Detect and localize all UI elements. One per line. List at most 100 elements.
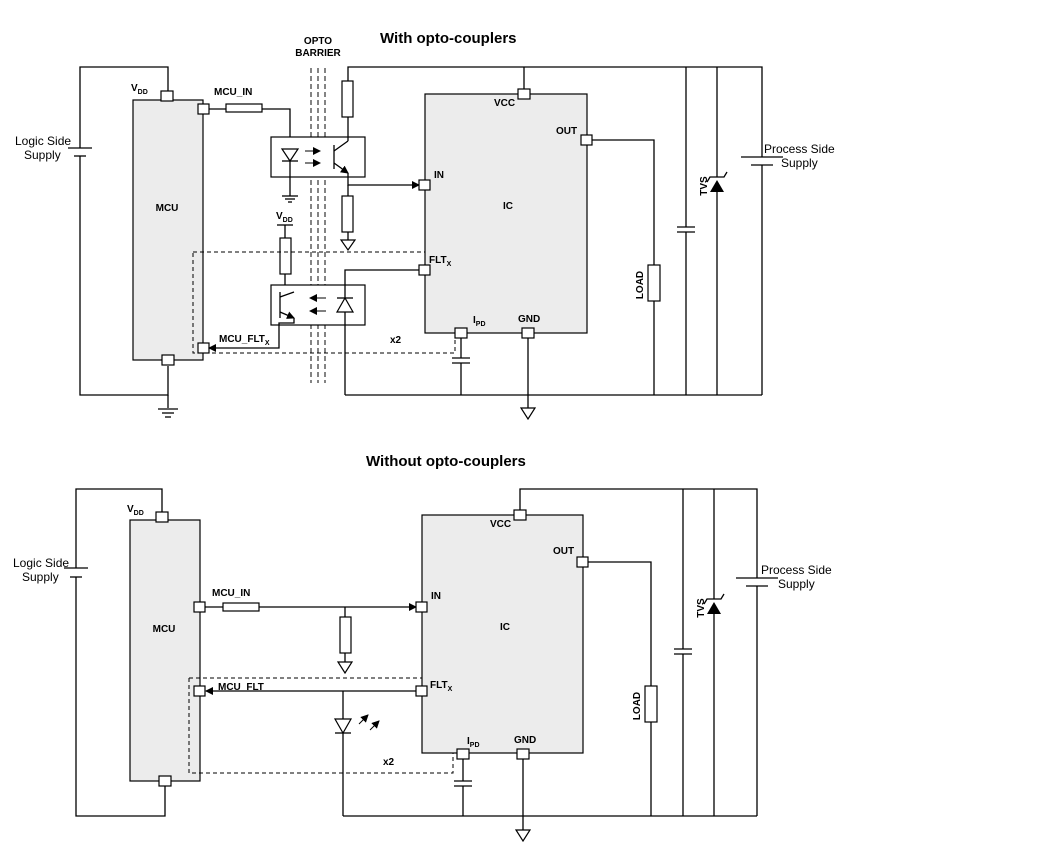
process-supply-label-1: Process Side: [761, 563, 832, 577]
in-label: IN: [431, 591, 441, 602]
out-label: OUT: [553, 546, 574, 557]
ic-flt-pin: [415, 685, 428, 697]
phototransistor-icon: [279, 291, 295, 319]
resistor-icon: [341, 195, 354, 233]
vdd-label-2: VDD: [276, 211, 293, 224]
capacitor-icon: [677, 226, 695, 233]
ic-in-pin: [415, 601, 428, 613]
resistor-icon: [341, 80, 354, 118]
phototransistor-icon: [333, 140, 349, 174]
logic-supply-label-2: Supply: [22, 570, 59, 584]
mcu-label: MCU: [156, 203, 179, 214]
vdd-label: VDD: [127, 504, 144, 517]
ground-icon: [339, 239, 357, 252]
ic-vcc-pin: [513, 509, 527, 521]
mcu-flt-label: MCU_FLT: [218, 682, 264, 693]
mcu-gnd-pin: [161, 354, 175, 366]
mcu-gnd-pin: [158, 775, 172, 787]
mcu-flt-pin: [197, 342, 210, 354]
x2-group-box: [188, 677, 454, 774]
ground-icon: [282, 195, 298, 203]
battery-icon: [68, 147, 92, 157]
tvs-diode-icon: [706, 171, 728, 192]
tvs-label: TVS: [696, 598, 707, 618]
battery-icon: [736, 577, 778, 587]
barrier-label-2: BARRIER: [295, 48, 341, 59]
ic-flt-pin: [418, 264, 431, 276]
ic-block: [421, 514, 584, 754]
gnd-label: GND: [518, 314, 540, 325]
load-label: LOAD: [635, 271, 646, 299]
ic-in-pin: [418, 179, 431, 191]
load-label: LOAD: [632, 692, 643, 720]
mcu-flt-pin: [193, 685, 206, 697]
gnd-label: GND: [514, 735, 536, 746]
process-supply-label-2: Supply: [781, 156, 818, 170]
mcu-vdd-pin: [160, 90, 174, 102]
out-label: OUT: [556, 126, 577, 137]
tvs-diode-icon: [703, 593, 725, 614]
arrow-icon: [309, 294, 326, 315]
process-supply-label-1: Process Side: [764, 142, 835, 156]
led-icon: [280, 148, 300, 196]
ipd-label: IPD: [473, 315, 486, 328]
logic-supply-label-2: Supply: [24, 148, 61, 162]
mcu-in-pin: [193, 601, 206, 613]
x2-label: x2: [383, 757, 395, 768]
mcu-flt-label: MCU_FLTX: [219, 334, 270, 347]
resistor-icon: [279, 237, 292, 275]
ic-ipd-pin: [456, 748, 470, 760]
ground-icon: [514, 829, 532, 843]
battery-icon: [741, 156, 783, 166]
diagram-without-optocouplers: Without opto-couplers Logic Side Supply …: [13, 453, 832, 843]
x2-group-box: [192, 251, 456, 354]
ground-icon: [336, 661, 354, 675]
diagram-title-2: Without opto-couplers: [366, 453, 526, 470]
vcc-label: VCC: [494, 98, 515, 109]
resistor-icon: [339, 616, 352, 654]
optocoupler-2: [270, 284, 366, 326]
flt-label: FLTX: [429, 255, 452, 268]
flt-label: FLTX: [430, 680, 453, 693]
arrow-icon: [305, 147, 321, 167]
opto-barrier: [310, 68, 326, 383]
optocoupler-1: [270, 136, 366, 178]
mcu-block: [129, 519, 201, 782]
ic-vcc-pin: [517, 88, 531, 100]
ic-out-pin: [576, 556, 589, 568]
diagram-with-optocouplers: With opto-couplers OPTO BARRIER Logic Si…: [15, 30, 835, 421]
vdd-label: VDD: [131, 83, 148, 96]
ic-gnd-pin: [521, 327, 535, 339]
ic-ipd-pin: [454, 327, 468, 339]
ground-icon: [519, 407, 537, 421]
process-supply-label-2: Supply: [778, 577, 815, 591]
mcu-in-label: MCU_IN: [212, 588, 250, 599]
barrier-label-1: OPTO: [304, 36, 332, 47]
diagram-title: With opto-couplers: [380, 30, 517, 47]
ic-gnd-pin: [516, 748, 530, 760]
ic-out-pin: [580, 134, 593, 146]
capacitor-icon: [674, 648, 692, 655]
load-resistor: [647, 264, 661, 302]
tvs-label: TVS: [699, 176, 710, 196]
ipd-label: IPD: [467, 736, 480, 749]
mcu-in-pin: [197, 103, 210, 115]
battery-icon: [64, 567, 88, 578]
logic-supply-label-1: Logic Side: [15, 134, 71, 148]
capacitor-icon: [454, 780, 472, 787]
ic-block: [424, 93, 588, 334]
logic-supply-loop: [75, 488, 166, 817]
logic-supply-loop: [79, 66, 169, 408]
load-resistor: [644, 685, 658, 723]
capacitor-icon: [452, 357, 470, 364]
led-icon: [333, 714, 380, 735]
x2-label: x2: [390, 335, 402, 346]
logic-supply-label-1: Logic Side: [13, 556, 69, 570]
ic-label: IC: [503, 201, 513, 212]
ground-icon: [158, 408, 178, 418]
mcu-block: [132, 99, 204, 361]
resistor-icon: [225, 103, 263, 113]
mcu-vdd-pin: [155, 511, 169, 523]
vcc-label: VCC: [490, 519, 511, 530]
